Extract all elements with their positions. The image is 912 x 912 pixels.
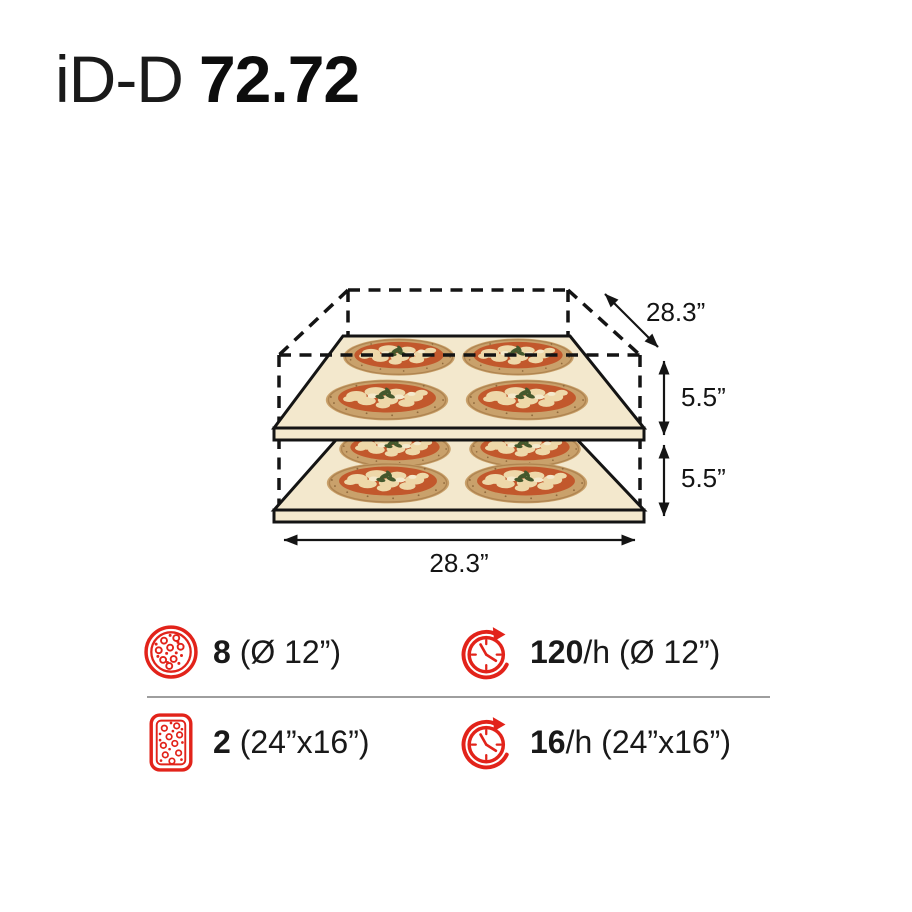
pizza (461, 337, 575, 377)
spec-tray-capacity: 2 (24”x16”) (143, 712, 460, 772)
pizza (464, 461, 588, 505)
chamber-left-top-edge (277, 288, 350, 357)
pizza-capacity-value: 8 (213, 633, 231, 670)
spec-row-pizzas: 8 (Ø 12”) 120/h (Ø 12”) (143, 618, 720, 686)
tray-capacity-value: 2 (213, 723, 231, 760)
bottom-deck-surface (270, 430, 648, 512)
tray-rate-value: 16 (530, 723, 566, 760)
model-number: 72.72 (198, 42, 360, 116)
pizza (325, 378, 449, 422)
tray-rate-text: 16/h (24”x16”) (530, 724, 731, 761)
top-deck (271, 334, 648, 442)
pizza-icon (143, 624, 199, 680)
depth-dimension-label: 28.3” (646, 297, 705, 327)
spec-pizza-rate: 120/h (Ø 12”) (460, 623, 720, 681)
width-dimension-label: 28.3” (429, 548, 488, 578)
spec-tray-rate: 16/h (24”x16”) (460, 713, 731, 771)
chamber-right-top-edge (566, 288, 642, 357)
pizza (465, 378, 589, 422)
pizza (338, 429, 452, 469)
tray-capacity-text: 2 (24”x16”) (213, 724, 370, 761)
model-series: iD-D (55, 42, 184, 116)
tray-capacity-detail: (24”x16”) (230, 723, 370, 760)
pizza-rate-value: 120 (530, 633, 584, 670)
pizza-capacity-detail: (Ø 12”) (230, 633, 342, 670)
spec-divider (147, 696, 770, 698)
pizza (342, 337, 456, 377)
clock-icon (460, 623, 516, 681)
pizza (326, 461, 450, 505)
top-deck-height-label: 5.5” (681, 382, 726, 412)
bottom-deck-height-label: 5.5” (681, 463, 726, 493)
bottom-deck (270, 429, 648, 524)
pizza-rate-detail: /h (Ø 12”) (583, 633, 721, 670)
depth-dimension-arrow (604, 293, 659, 348)
spec-pizza-capacity: 8 (Ø 12”) (143, 624, 460, 680)
tray-icon (143, 712, 199, 772)
bottom-deck-front-edge (272, 508, 646, 524)
spec-row-trays: 2 (24”x16”) 16/h (24”x16”) (143, 708, 731, 776)
top-deck-surface (271, 334, 648, 430)
pizza (468, 429, 582, 469)
clock-icon (460, 713, 516, 771)
top-deck-front-edge (272, 426, 646, 442)
dashed-chamber-outline (277, 288, 642, 512)
pizza-rate-text: 120/h (Ø 12”) (530, 634, 720, 671)
pizza-capacity-text: 8 (Ø 12”) (213, 634, 341, 671)
dimensions: 28.3” 5.5” 5.5” 28.3” (283, 293, 726, 578)
tray-rate-detail: /h (24”x16”) (565, 723, 731, 760)
